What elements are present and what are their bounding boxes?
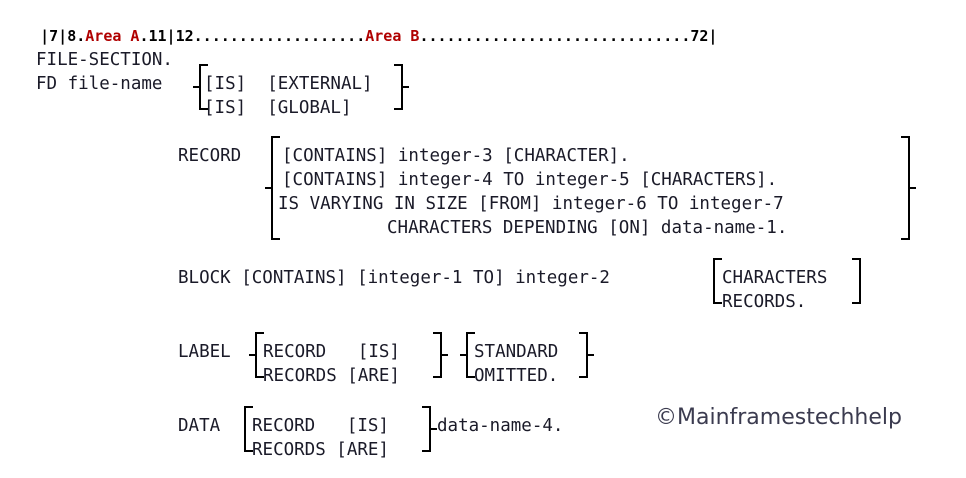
ruler-segment-5: ..............................72| [419,27,718,45]
code-line-record-opt-4: CHARACTERS DEPENDING [ON] data-name-1. [387,218,788,238]
watermark-mainframestechhelp: ©Mainframestechhelp [655,405,902,430]
code-line-record-opt-1: [CONTAINS] integer-3 [CHARACTER]. [282,146,630,166]
brace-fd-brace-right [393,64,409,110]
column-ruler: |7|8.Area A.11|12...................Area… [4,6,717,66]
code-line-label-opt-2: RECORDS [ARE] [263,366,400,386]
brace-label-brace1-right [432,332,448,378]
code-line-data-name: data-name-4. [437,416,564,436]
code-line-block-opt-2: RECORDS. [722,292,807,312]
code-line-record-opt-2: [CONTAINS] integer-4 TO integer-5 [CHARA… [282,170,778,190]
code-line-fd-file-name: FD file-name [36,74,163,94]
brace-record-brace-left [265,136,281,240]
brace-block-brace-right [851,258,864,304]
code-line-block-clause: BLOCK [CONTAINS] [integer-1 TO] integer-… [178,268,610,288]
code-line-label-keyword: LABEL [178,342,231,362]
brace-record-brace-right [900,136,916,240]
ruler-area-a-label: Area A [85,27,140,45]
code-line-fd-opt-2: [IS] [GLOBAL] [204,98,352,118]
code-line-file-section: FILE-SECTION. [36,50,173,70]
code-line-data-opt-2: RECORDS [ARE] [252,440,389,460]
code-line-data-keyword: DATA [178,416,221,436]
ruler-segment-3: .11|12................... [139,27,366,45]
code-line-data-opt-1: RECORD [IS] [252,416,389,436]
ruler-area-b-label: Area B [365,27,420,45]
code-line-record-keyword: RECORD [178,146,242,166]
code-line-fd-opt-1: [IS] [EXTERNAL] [204,74,373,94]
code-line-record-opt-3: IS VARYING IN SIZE [FROM] integer-6 TO i… [278,194,784,214]
brace-data-brace-right [421,406,437,452]
code-line-block-opt-1: CHARACTERS [722,268,828,288]
ruler-segment-1: |7|8. [40,27,86,45]
code-line-label-val-2: OMITTED. [474,366,559,386]
code-line-label-opt-1: RECORD [IS] [263,342,400,362]
brace-label-brace2-right [578,332,594,378]
code-line-label-val-1: STANDARD [474,342,559,362]
